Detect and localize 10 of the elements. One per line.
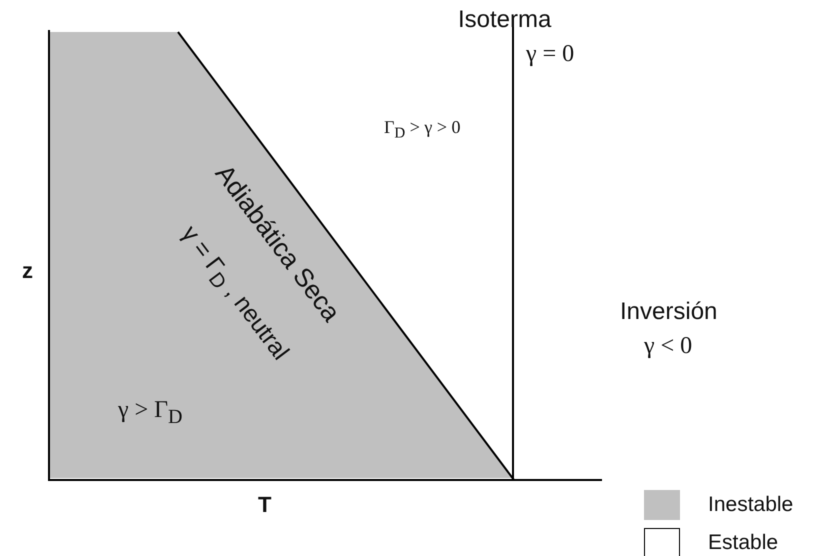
region-label: Inversión [620, 300, 718, 324]
axis-label: T [258, 494, 272, 516]
legend-label: Inestable [708, 494, 794, 515]
formula-label: γ < 0 [644, 334, 692, 358]
axis-label: z [22, 260, 33, 282]
legend-label: Estable [708, 532, 778, 553]
formula-label: Γ$_{D}$ > γ > 0 [384, 118, 461, 142]
formula-label: γ = 0 [526, 42, 574, 66]
formula-label: γ > Γ$_{D}$ [118, 398, 182, 427]
region-label: Isoterma [458, 8, 552, 32]
